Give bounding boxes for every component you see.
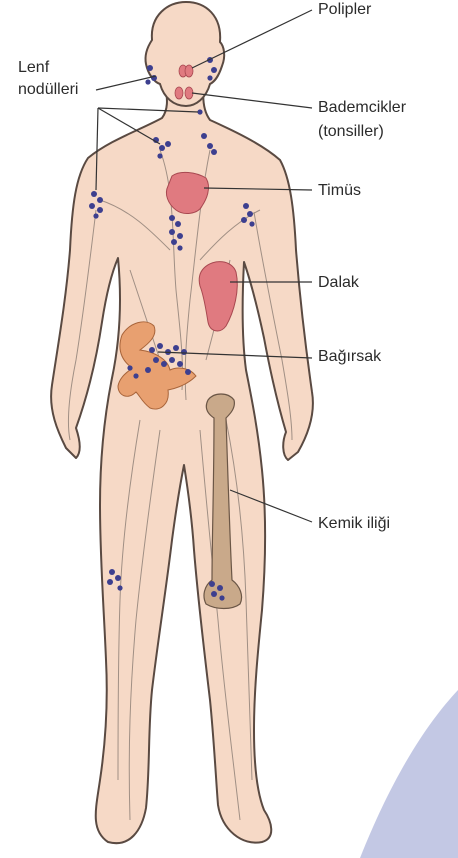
label-lymph-nodes-line1: Lenf (18, 58, 49, 78)
label-lymph-nodes-line2: nodülleri (18, 80, 78, 100)
leader-tonsils (192, 93, 312, 108)
label-tonsils-line1: Bademcikler (318, 98, 406, 118)
body-silhouette (51, 2, 313, 843)
polyp-right (185, 65, 193, 77)
head (145, 2, 224, 106)
label-polyps: Polipler (318, 0, 371, 20)
label-intestine: Bağırsak (318, 347, 381, 367)
label-tonsils-line2: (tonsiller) (318, 122, 384, 142)
label-bone-marrow: Kemik iliği (318, 514, 390, 534)
label-thymus: Timüs (318, 181, 361, 201)
label-spleen: Dalak (318, 273, 359, 293)
tonsil-right (185, 87, 193, 99)
corner-accent-shape (360, 690, 458, 858)
tonsil-left (175, 87, 183, 99)
